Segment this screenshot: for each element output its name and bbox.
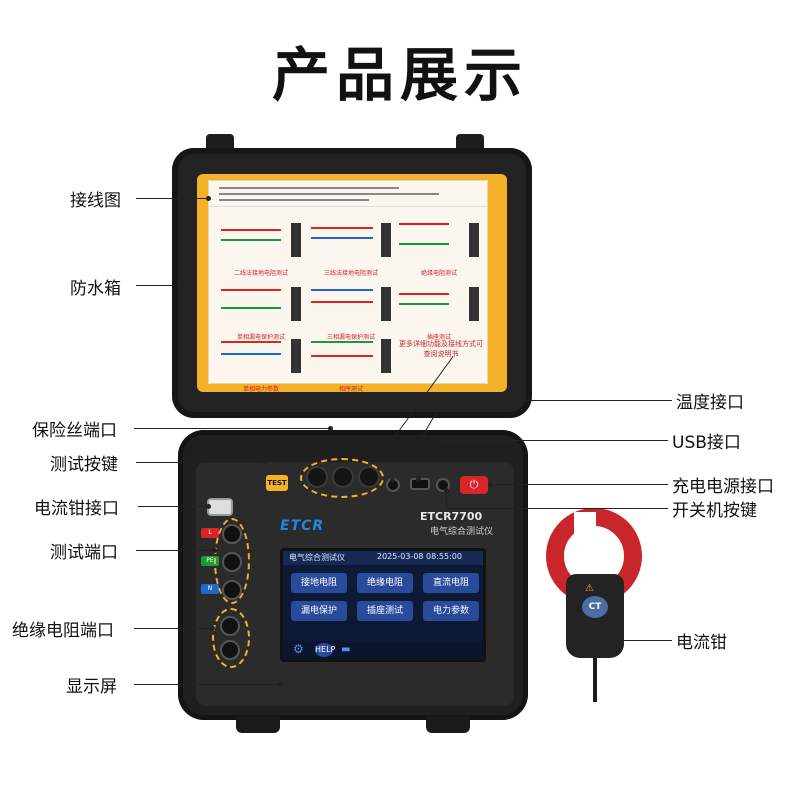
screen-status-bar: 电气综合测试仪 2025-03-08 08:55:00: [283, 551, 483, 565]
wiring-diagram-sheet: 二线法接地电阻测试 三线法接地电阻测试 绝缘电阻测试 单相漏电保护测试 三相漏电…: [208, 180, 488, 393]
diagram-caption: 单相漏电保护测试: [236, 334, 285, 341]
display-screen[interactable]: 电气综合测试仪 2025-03-08 08:55:00 接地电阻 绝缘电阻 直流…: [280, 548, 486, 662]
diagram-cell: 插座测试: [395, 279, 483, 341]
test-port-highlight: [214, 518, 250, 604]
tile-power-parameters[interactable]: 电力参数: [423, 601, 479, 621]
diagram-cell: 相序测试: [307, 331, 395, 393]
diagram-caption: 插座测试: [426, 334, 451, 341]
callout-fuse-port: 保险丝端口: [32, 421, 117, 441]
port-label-l: L: [201, 528, 219, 538]
diagram-caption: 三相漏电保护测试: [326, 334, 375, 341]
fuse-port-highlight: [300, 458, 384, 498]
screen-footer: ⚙ HELP ▬: [283, 641, 483, 659]
tile-insulation-resistance[interactable]: 绝缘电阻: [357, 573, 413, 593]
clamp-badge: CT: [582, 596, 608, 618]
clamp-gap: [574, 512, 596, 540]
callout-test-button: 测试按键: [50, 455, 118, 475]
diagram-header: [209, 181, 487, 207]
diagram-cell: 单相电力参数: [217, 331, 305, 393]
power-button[interactable]: ⏻: [460, 476, 488, 494]
diagram-caption: 三线法接地电阻测试: [323, 270, 378, 277]
callout-usb-port: USB接口: [672, 433, 741, 453]
help-button[interactable]: HELP: [315, 643, 335, 657]
callout-charging-port: 充电电源接口: [672, 477, 774, 497]
diagram-caption: 单相电力参数: [242, 386, 279, 393]
tile-socket-test[interactable]: 插座测试: [357, 601, 413, 621]
callout-current-clamp: 电流钳: [676, 633, 727, 653]
diagram-note: 更多详细功能及接线方式可查阅说明书: [399, 340, 483, 358]
diagram-cell: 三线法接地电阻测试: [307, 215, 395, 277]
diagram-caption: 相序测试: [338, 386, 363, 393]
insulation-port-highlight: [212, 608, 250, 668]
brand-logo: ETCR: [280, 518, 325, 534]
diagram-cell: 单相漏电保护测试: [217, 279, 305, 341]
callout-insulation-port: 绝缘电阻端口: [12, 621, 114, 641]
tile-leakage-protection[interactable]: 漏电保护: [291, 601, 347, 621]
screen-title: 电气综合测试仪: [289, 553, 345, 562]
callout-wiring-diagram: 接线图: [70, 191, 121, 211]
callout-waterproof-case: 防水箱: [70, 279, 121, 299]
folder-icon[interactable]: ▬: [341, 644, 351, 655]
port-label-n: N: [201, 584, 219, 594]
case-latch: [236, 717, 280, 733]
clamp-cable: [593, 658, 597, 702]
model-name: ETCR7700: [420, 510, 483, 523]
port-label-pe: PE: [201, 556, 219, 566]
callout-power-button: 开关机按键: [672, 501, 757, 521]
callout-display: 显示屏: [66, 677, 117, 697]
case-latch: [426, 717, 470, 733]
warning-icon: ⚠: [585, 583, 594, 594]
tile-ground-resistance[interactable]: 接地电阻: [291, 573, 347, 593]
diagram-caption: 绝缘电阻测试: [420, 270, 457, 277]
model-subtitle: 电气综合测试仪: [430, 527, 494, 537]
settings-icon[interactable]: ⚙: [293, 642, 304, 656]
callout-clamp-port: 电流钳接口: [34, 499, 119, 519]
callout-temperature-port: 温度接口: [676, 393, 744, 413]
diagram-cell: 二线法接地电阻测试: [217, 215, 305, 277]
diagram-cell: 三相漏电保护测试: [307, 279, 395, 341]
screen-datetime: 2025-03-08 08:55:00: [377, 552, 462, 561]
tile-dc-resistance[interactable]: 直流电阻: [423, 573, 479, 593]
diagram-caption: 二线法接地电阻测试: [233, 270, 288, 277]
diagram-cell: 绝缘电阻测试: [395, 215, 483, 277]
test-button[interactable]: TEST: [266, 475, 288, 491]
callout-test-ports: 测试端口: [50, 543, 118, 563]
page-title: 产品展示: [271, 41, 528, 109]
